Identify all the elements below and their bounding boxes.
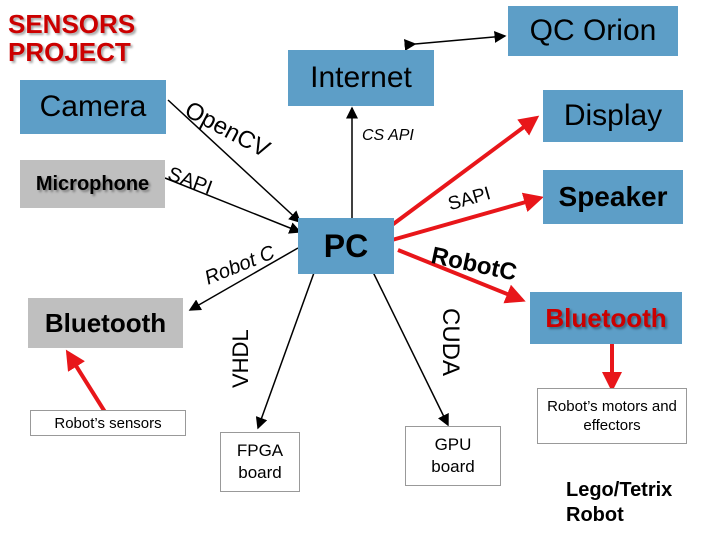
arrow-pc-bluetooth-left xyxy=(188,247,299,311)
node-pc: PC xyxy=(298,218,394,274)
arrow-sensors-bluetooth xyxy=(65,349,107,414)
arrow-pc-speaker xyxy=(391,192,544,242)
label-vhdl: VHDL xyxy=(228,329,253,388)
node-microphone: Microphone xyxy=(20,160,165,208)
arrow-pc-fpga xyxy=(255,269,316,430)
label-cs-api: CS API xyxy=(362,127,414,144)
arrow-pc-display xyxy=(390,115,540,227)
node-internet: Internet xyxy=(288,50,434,106)
node-gpu-board: GPU board xyxy=(405,426,501,486)
arrow-camera-pc xyxy=(167,99,302,224)
node-camera: Camera xyxy=(20,80,166,134)
node-speaker: Speaker xyxy=(543,170,683,224)
arrow-pc-gpu xyxy=(371,269,449,427)
node-display: Display xyxy=(543,90,683,142)
label-cuda: CUDA xyxy=(437,308,464,377)
node-qc-orion: QC Orion xyxy=(508,6,678,56)
arrow-microphone-pc xyxy=(164,177,302,234)
node-robot-motors: Robot’s motors and effectors xyxy=(537,388,687,444)
node-bluetooth-right: Bluetooth xyxy=(530,292,682,344)
node-bluetooth-left: Bluetooth xyxy=(28,298,183,348)
arrow-pc-bluetooth-right xyxy=(397,248,526,304)
arrow-internet-qc xyxy=(404,30,507,51)
node-fpga-board: FPGA board xyxy=(220,432,300,492)
node-lego-tetrix: Lego/Tetrix Robot xyxy=(566,479,673,526)
title-box: SENSORS PROJECT xyxy=(4,4,144,70)
node-robot-sensors: Robot’s sensors xyxy=(30,410,186,436)
title: SENSORS PROJECT xyxy=(8,9,136,68)
